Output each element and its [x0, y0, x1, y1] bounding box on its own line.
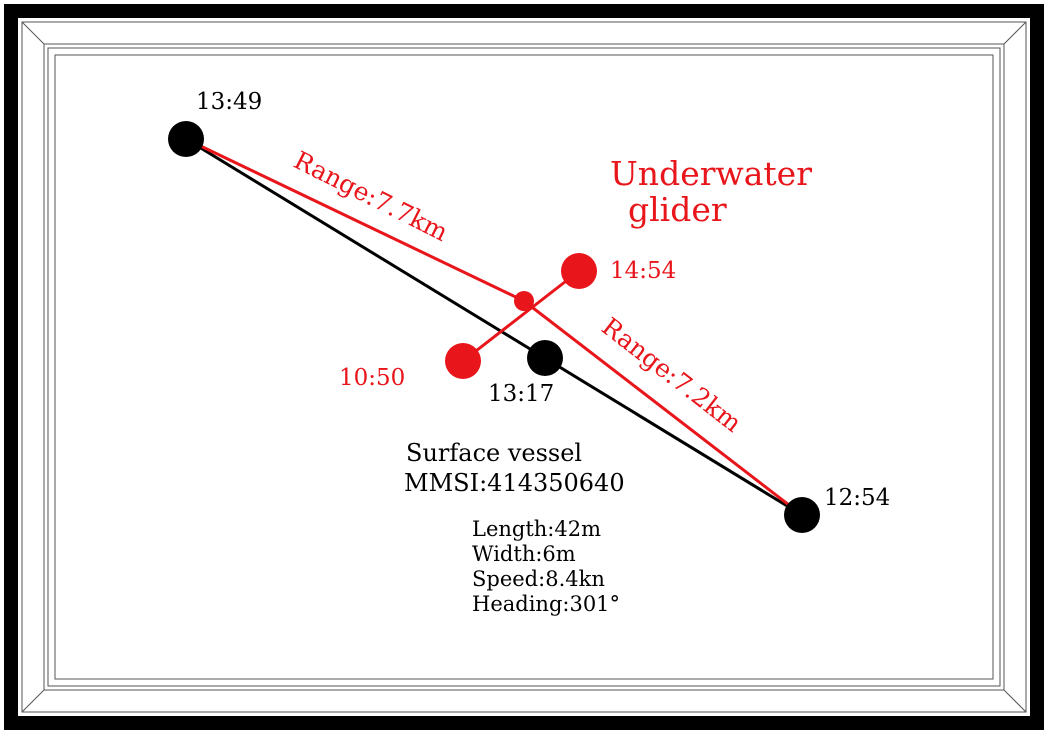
inner-border	[43, 43, 1005, 691]
vessel-label-line1: Surface vessel	[406, 439, 582, 467]
glider-point-1050	[445, 343, 481, 379]
vessel-detail-speed: Speed:8.4kn	[472, 567, 605, 591]
glider-time-label-1050: 10:50	[339, 365, 405, 391]
range-label-7-7: Range:7.7km	[289, 145, 453, 247]
inner-border-3	[54, 54, 994, 680]
vessel-time-label-1317: 13:17	[488, 381, 554, 407]
vessel-point-1349	[168, 121, 204, 157]
bevel-corner-tl	[21, 21, 45, 45]
glider-point-1454	[561, 253, 597, 289]
vessel-detail-width: Width:6m	[472, 542, 576, 566]
vessel-time-label-1254: 12:54	[824, 485, 890, 511]
bevel-corner-tr	[1003, 21, 1027, 45]
vessel-track-line	[185, 137, 803, 517]
vessel-point-1254	[784, 497, 820, 533]
inner-border-2	[47, 47, 1001, 687]
bevel-corner-bl	[21, 689, 45, 713]
bevel-corner-br	[1003, 689, 1027, 713]
vessel-detail-length: Length:42m	[472, 517, 601, 541]
range-line-7-2	[523, 299, 803, 517]
bevel-outer	[21, 21, 1027, 713]
range-line-7-7	[185, 137, 525, 303]
glider-time-label-1454: 14:54	[610, 258, 676, 284]
vessel-label-line2: MMSI:414350640	[404, 469, 625, 497]
glider-intersection-point	[514, 291, 534, 311]
vessel-point-1317	[527, 340, 563, 376]
frame	[4, 4, 1044, 730]
vessel-time-label-1349: 13:49	[196, 89, 262, 115]
glider-title-line1: Underwater	[610, 154, 812, 193]
glider-title-line2: glider	[628, 190, 727, 229]
vessel-detail-heading: Heading:301°	[472, 592, 620, 616]
glider-track-line	[462, 269, 580, 363]
outer-border	[4, 4, 1044, 730]
